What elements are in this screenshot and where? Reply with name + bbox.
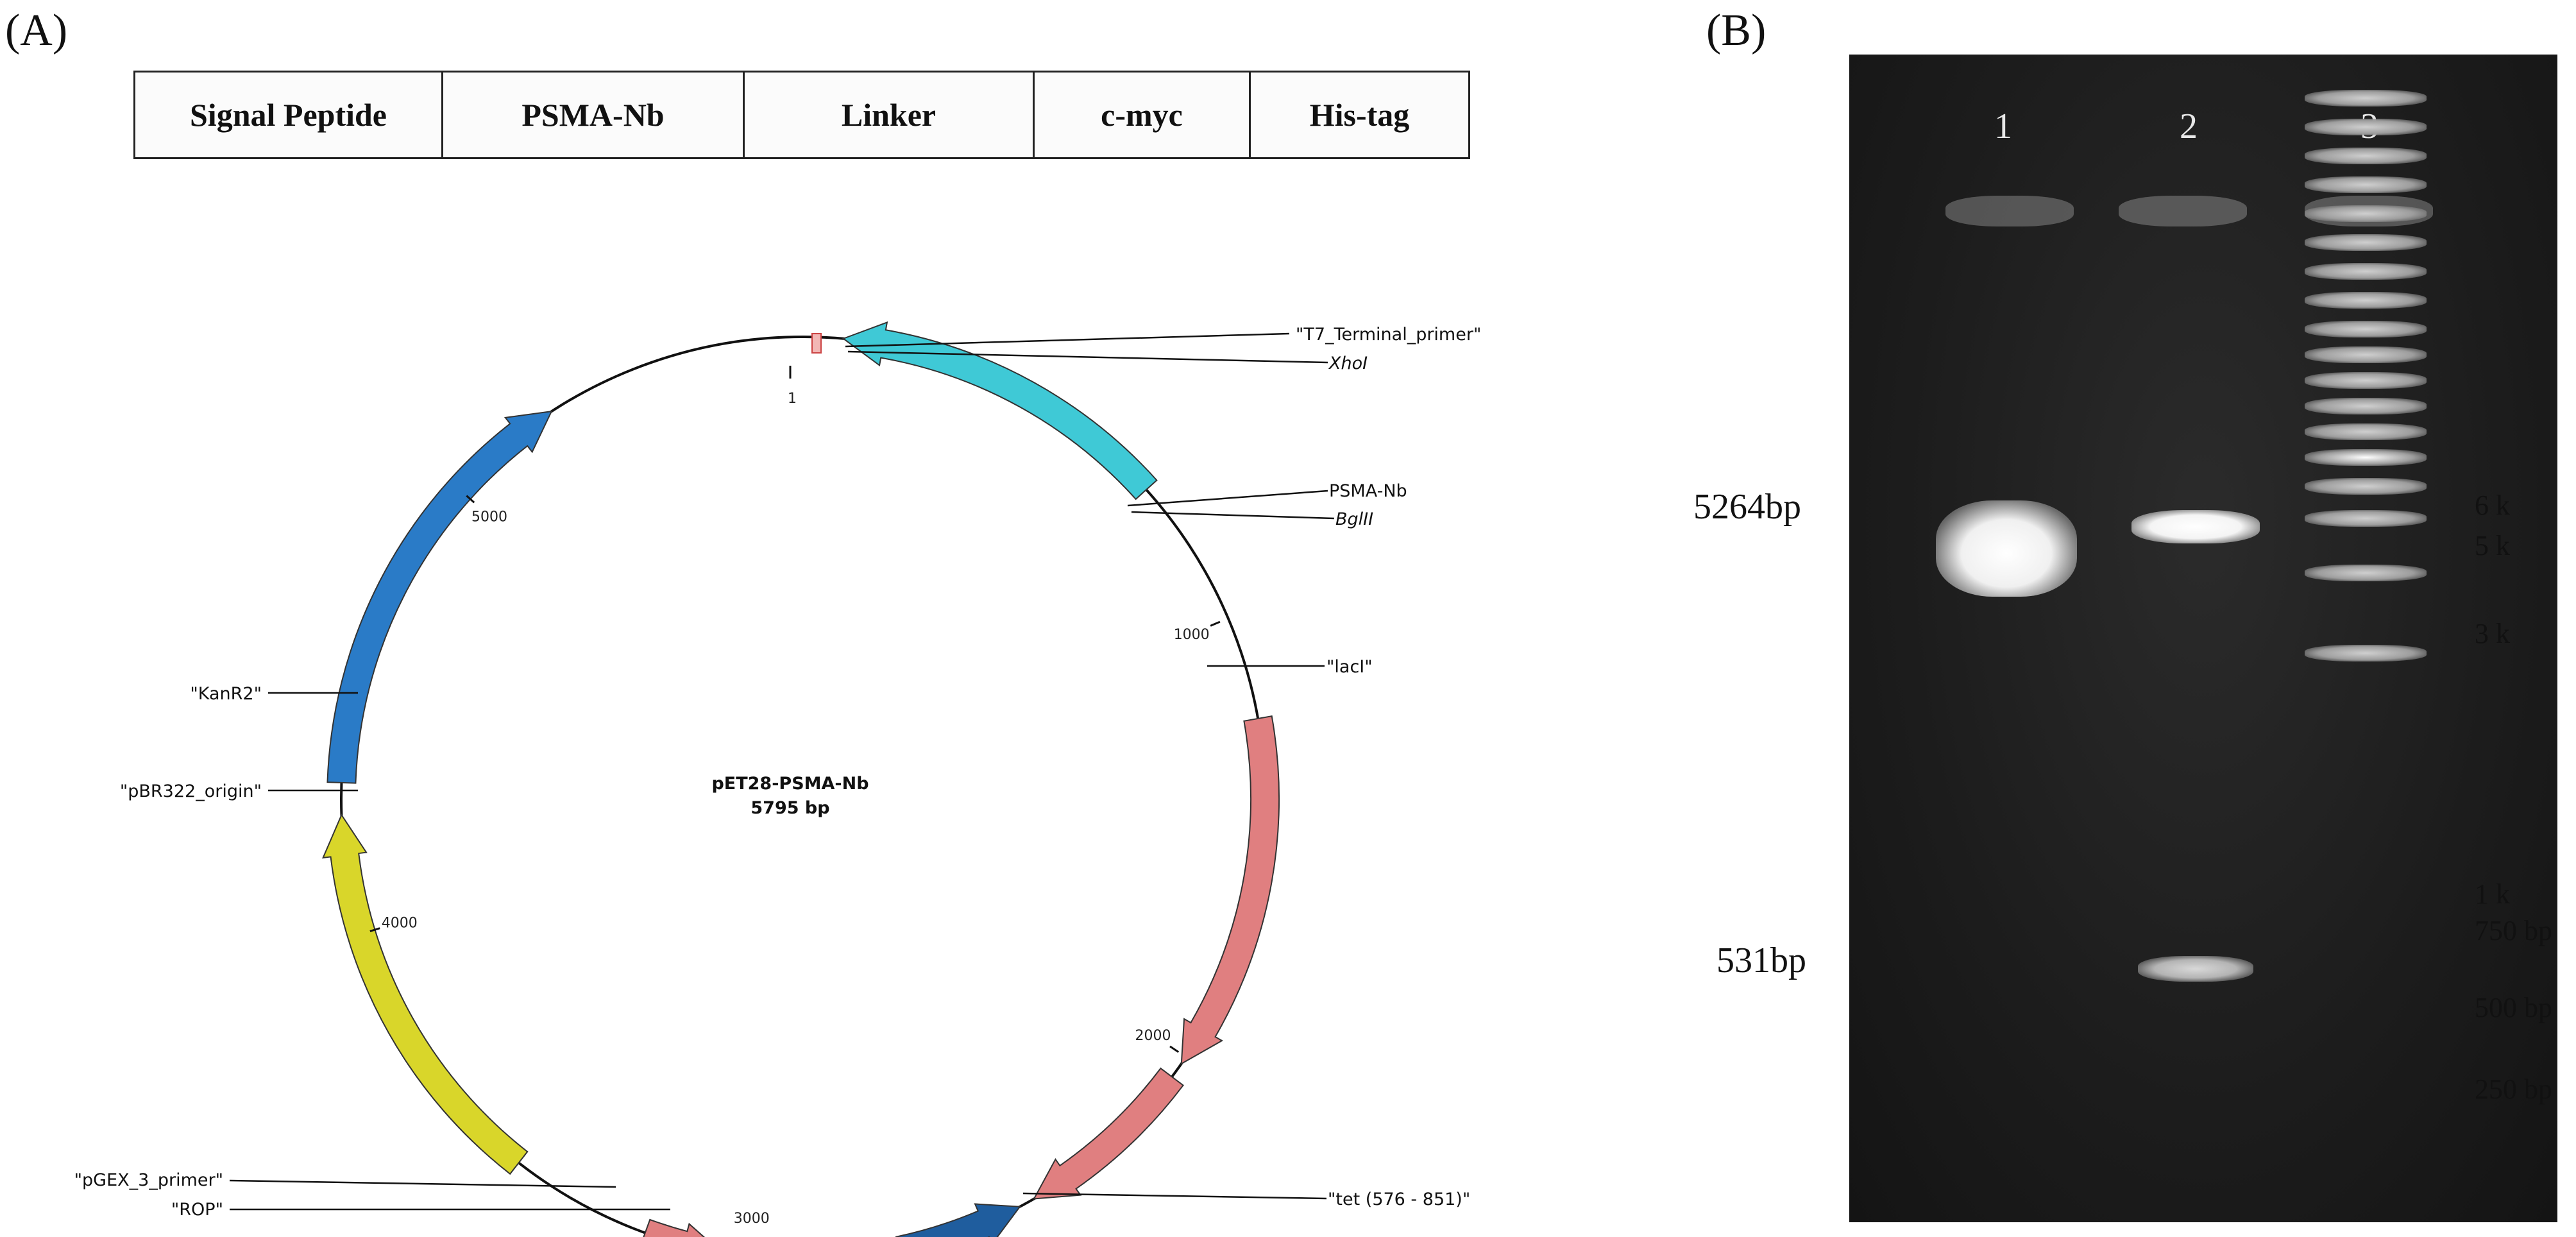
plasmid-map: 1000 2000 3000 4000 5000 1 "T7_Terminal_prim…	[74, 321, 1481, 1237]
ladder-band	[2305, 292, 2427, 309]
plasmid-size: 5795 bp	[750, 798, 829, 818]
laci-arc-lower	[1033, 1067, 1184, 1200]
size-label-5264bp: 5264bp	[1693, 487, 1801, 527]
marker-label-750bp: 750 bp	[2475, 915, 2552, 946]
laci-arc	[1180, 715, 1280, 1065]
plasmid-name: pET28-PSMA-Nb	[711, 774, 869, 794]
domain-signal-peptide: Signal Peptide	[135, 73, 443, 157]
kanr2-arc	[326, 410, 553, 784]
ladder-band	[2305, 346, 2427, 363]
marker-label-5k: 5 k	[2475, 530, 2510, 561]
marker-label-500bp: 500 bp	[2475, 992, 2552, 1023]
ladder-band	[2305, 234, 2427, 251]
tet-label: "tet (576 - 851)"	[1328, 1190, 1470, 1209]
tet-arc	[895, 1203, 1021, 1237]
rop-label: "ROP"	[171, 1200, 223, 1220]
band-lane-1	[1936, 500, 2077, 597]
t7-primer-marker	[811, 333, 822, 354]
psma-nb-label: PSMA-Nb	[1329, 481, 1407, 501]
panel-b-label: (B)	[1706, 6, 1767, 55]
tick-mark	[466, 495, 475, 504]
psma-nb-arc	[842, 321, 1158, 500]
marker-label-3k: 3 k	[2475, 618, 2510, 649]
ladder-band	[2305, 478, 2427, 495]
well-lane-2	[2119, 196, 2247, 226]
pbr322-origin-arc	[322, 814, 529, 1175]
tick-label: 2000	[1135, 1028, 1171, 1044]
kanr2-label: "KanR2"	[190, 684, 262, 704]
xhoi-label: XhoI	[1328, 354, 1368, 373]
ladder-band	[2305, 205, 2427, 222]
ladder-band	[2305, 90, 2427, 107]
construct-domain-bar: Signal Peptide PSMA-Nb Linker c-myc His-…	[133, 71, 1470, 159]
tick-label: 3000	[734, 1211, 770, 1227]
ladder-band	[2305, 119, 2427, 135]
tick-label-1: 1	[788, 391, 797, 407]
agarose-gel: 1 2 3	[1849, 55, 2557, 1222]
ladder-band	[2305, 645, 2427, 661]
pgex-3-primer-label: "pGEX_3_primer"	[74, 1170, 223, 1190]
domain-c-myc: c-myc	[1035, 73, 1251, 157]
domain-his-tag: His-tag	[1251, 73, 1468, 157]
ladder-band	[2305, 510, 2427, 527]
band-lane-2-5264bp	[2131, 510, 2260, 543]
rop-arc	[643, 1218, 706, 1237]
size-label-531bp: 531bp	[1716, 941, 1806, 980]
ladder-band	[2305, 148, 2427, 164]
lane-number-2: 2	[2180, 107, 2198, 146]
marker-label-250bp: 250 bp	[2475, 1073, 2552, 1105]
tick-mark	[369, 927, 380, 932]
tick-label: 5000	[471, 509, 507, 525]
bglii-label: BglII	[1335, 509, 1373, 529]
tick-label: 4000	[382, 915, 418, 931]
pbr322-origin-label: "pBR322_origin"	[120, 781, 262, 801]
ladder-band	[2305, 449, 2427, 466]
domain-psma-nb: PSMA-Nb	[443, 73, 745, 157]
domain-linker: Linker	[745, 73, 1035, 157]
laci-label: "lacI"	[1326, 657, 1373, 677]
ladder-band	[2305, 176, 2427, 193]
panel-a-label: (A)	[5, 6, 68, 55]
tick-mark	[1210, 620, 1221, 627]
ladder-band	[2305, 321, 2427, 337]
marker-label-1k: 1 k	[2475, 878, 2510, 910]
band-lane-2-531bp	[2138, 956, 2253, 982]
ladder-band	[2305, 372, 2427, 389]
well-lane-1	[1945, 196, 2074, 226]
marker-label-6k: 6 k	[2475, 490, 2510, 521]
lane-number-1: 1	[1994, 107, 2012, 146]
ladder-band	[2305, 565, 2427, 581]
tick-label: 1000	[1174, 627, 1210, 643]
tick-mark	[1169, 1045, 1180, 1054]
ladder-band	[2305, 398, 2427, 414]
ladder-band	[2305, 263, 2427, 280]
ladder-band	[2305, 423, 2427, 440]
t7-terminal-primer-label: "T7_Terminal_primer"	[1296, 325, 1481, 345]
